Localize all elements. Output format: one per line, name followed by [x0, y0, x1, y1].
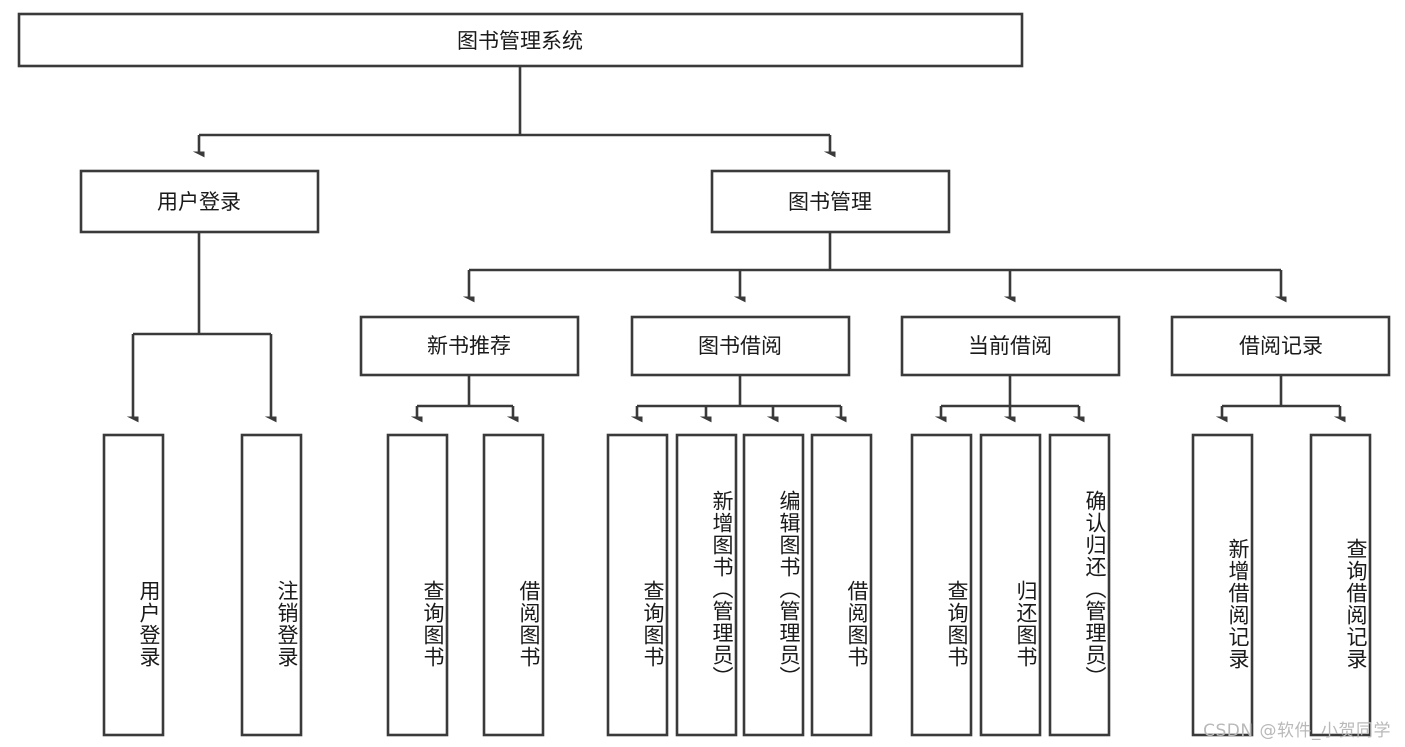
connector-book-manage-to-level3: [469, 232, 1281, 297]
node-book-borrow[interactable]: 图书借阅: [630, 315, 851, 377]
connector-borrow-record-to-leaves: [1222, 375, 1340, 417]
node-root[interactable]: 图书管理系统: [17, 12, 1024, 68]
node-new-book-recommend[interactable]: 新书推荐: [359, 315, 580, 377]
leaf-add-book-admin-box[interactable]: [675, 433, 738, 737]
node-current-borrow[interactable]: 当前借阅: [900, 315, 1121, 377]
leaf-logout-login-box[interactable]: [240, 433, 303, 737]
node-user-login-box: [79, 169, 320, 234]
node-book-manage[interactable]: 图书管理: [710, 169, 951, 234]
node-root-box: [17, 12, 1024, 68]
node-borrow-record[interactable]: 借阅记录: [1170, 315, 1391, 377]
leaf-query-book-1-box[interactable]: [386, 433, 449, 737]
node-user-login-label: 用户登录: [157, 190, 241, 214]
connector-new-book-recommend-to-leaves: [417, 375, 513, 417]
node-book-borrow-label: 图书借阅: [698, 334, 782, 358]
node-new-book-recommend-label: 新书推荐: [427, 334, 511, 358]
leaf-return-book-box[interactable]: [979, 433, 1042, 737]
leaf-confirm-return-admin-box[interactable]: [1048, 433, 1111, 737]
leaf-user-login-box[interactable]: [102, 433, 165, 737]
leaf-edit-book-admin-box[interactable]: [742, 433, 805, 737]
leaf-borrow-book-2-box[interactable]: [810, 433, 873, 737]
connector-root-to-level2: [199, 66, 830, 152]
node-root-label: 图书管理系统: [457, 29, 583, 53]
connector-user-login-to-leaves: [133, 232, 271, 417]
leaf-query-book-3-box[interactable]: [910, 433, 973, 737]
csdn-watermark: CSDN @软件_小贺同学: [1203, 721, 1391, 741]
node-current-borrow-label: 当前借阅: [968, 334, 1052, 358]
connector-book-borrow-to-leaves: [637, 375, 841, 417]
leaf-query-borrow-record-box[interactable]: [1309, 433, 1372, 737]
node-new-book-recommend-box: [359, 315, 580, 377]
node-current-borrow-box: [900, 315, 1121, 377]
connector-current-borrow-to-leaves: [941, 375, 1079, 417]
node-book-manage-label: 图书管理: [788, 190, 872, 214]
leaf-borrow-book-1-box[interactable]: [482, 433, 545, 737]
node-borrow-record-label: 借阅记录: [1239, 334, 1323, 358]
leaf-query-book-2-box[interactable]: [606, 433, 669, 737]
node-user-login[interactable]: 用户登录: [79, 169, 320, 234]
leaf-add-borrow-record-box[interactable]: [1191, 433, 1254, 737]
